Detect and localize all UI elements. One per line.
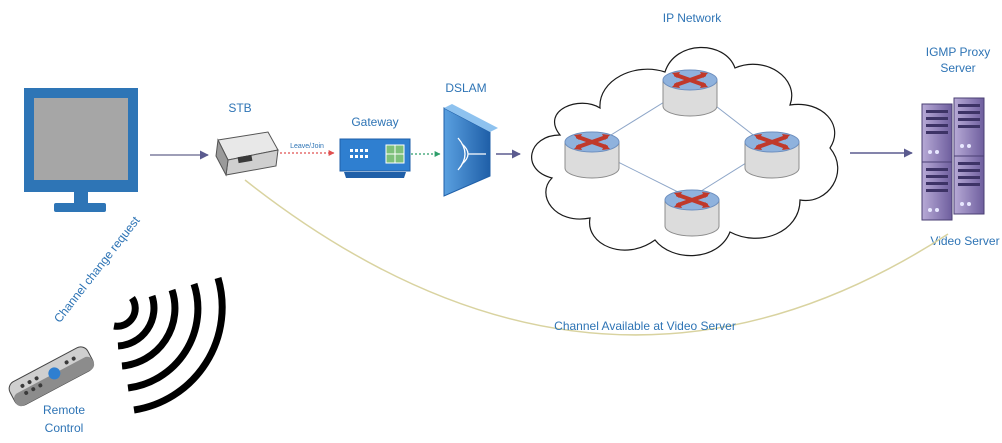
wireless-signal-icon <box>113 277 226 414</box>
remote-label-line1: Remote <box>43 403 85 417</box>
ip-network-label: IP Network <box>663 11 722 25</box>
stb-icon <box>215 131 279 177</box>
router-icon <box>663 188 721 238</box>
remote-label-line2: Control <box>45 421 84 435</box>
router-icon <box>743 130 801 180</box>
router-icon <box>563 130 621 180</box>
stb-label: STB <box>228 101 251 115</box>
monitor-icon <box>24 88 138 212</box>
channel-available-label: Channel Available at Video Server <box>554 319 736 333</box>
dslam-label: DSLAM <box>445 81 486 95</box>
router-icon <box>661 68 719 118</box>
igmp-proxy-server-icon <box>921 97 985 163</box>
gateway-icon <box>339 138 411 178</box>
dslam-icon <box>443 104 498 197</box>
gateway-label: Gateway <box>351 115 398 129</box>
igmp-proxy-label-line1: IGMP Proxy <box>926 45 990 59</box>
igmp-proxy-label-line2: Server <box>940 61 975 75</box>
video-server-icon <box>921 155 985 221</box>
channel-available-curve <box>244 179 949 336</box>
remote-control-icon <box>8 346 95 407</box>
leave-join-label: Leave/Join <box>290 143 324 150</box>
ip-network-cloud <box>531 46 839 257</box>
video-server-label: Video Server <box>930 234 999 248</box>
channel-change-request-label: Channel change request <box>51 213 143 325</box>
